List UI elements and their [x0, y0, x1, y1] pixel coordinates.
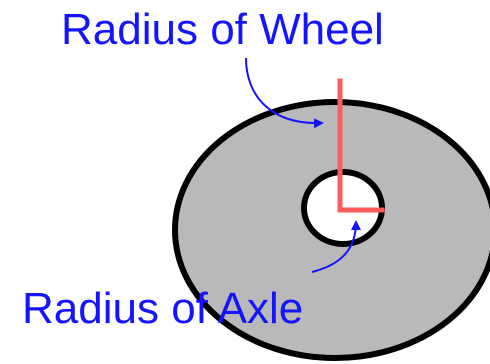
wheel-radius-arrow — [245, 57, 324, 129]
axle-radius-arrow — [311, 220, 361, 273]
wheel-radius-label: Radius of Wheel — [61, 5, 384, 54]
axle-radius-label: Radius of Axle — [22, 284, 303, 333]
